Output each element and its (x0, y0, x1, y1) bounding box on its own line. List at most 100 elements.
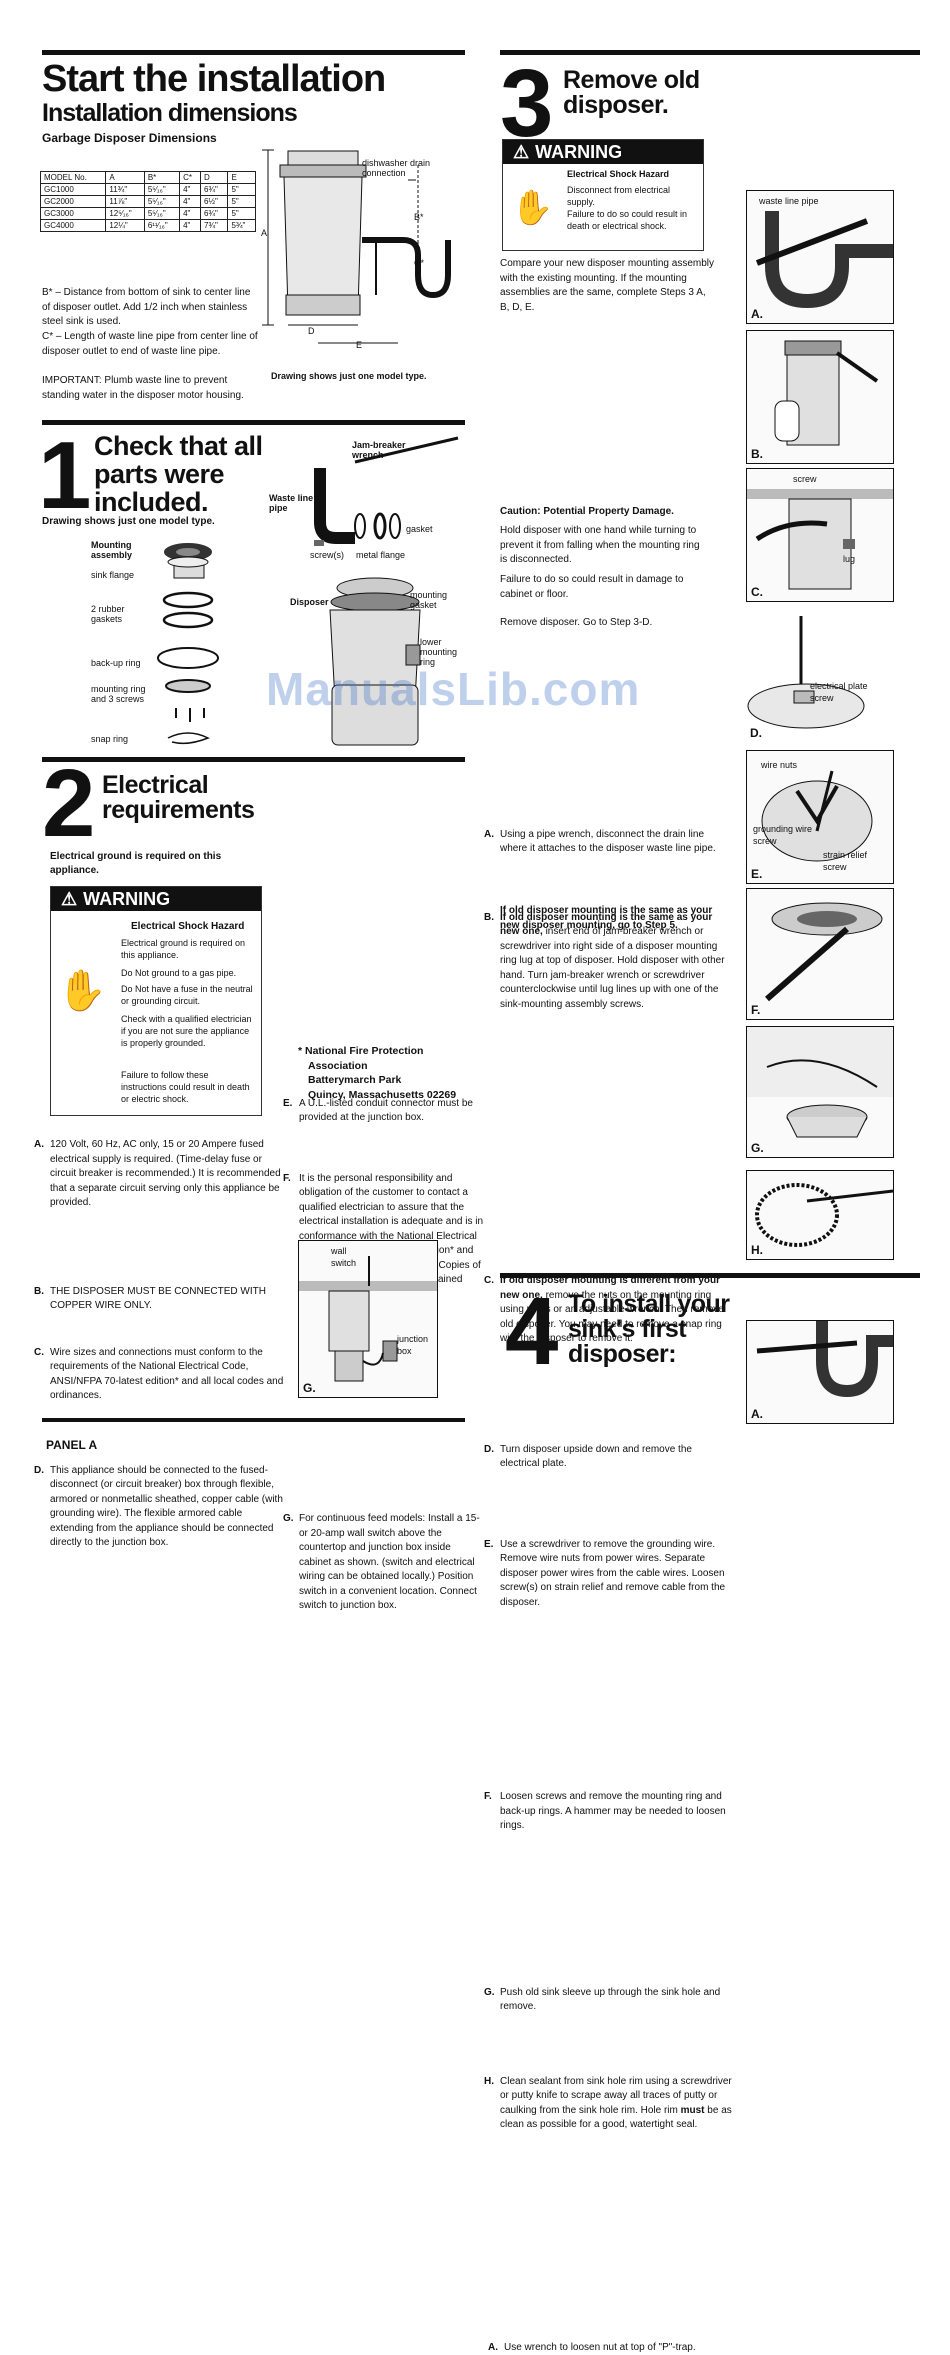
table-cell: 5⁵⁄₁₆" (144, 208, 179, 220)
warning-banner: ⚠ WARNING (503, 140, 703, 164)
top-rule-left (42, 50, 465, 55)
grounding-screw-label: grounding wire screw (753, 823, 813, 847)
table-row: GC3000 12⁵⁄₁₆" 5⁵⁄₁₆" 4" 6¾" 5" (41, 208, 256, 220)
hazard-line: Check with a qualified electrician if yo… (121, 1013, 256, 1049)
table-row: GC1000 11¾" 5⁵⁄₁₆" 4" 6¾" 5" (41, 184, 256, 196)
step3-item-d: D. Turn disposer upside down and remove … (484, 1443, 732, 1472)
table-cell: 12¼" (106, 220, 144, 232)
part-mounting-ring: mounting ring and 3 screws (91, 684, 161, 704)
gasket-label: gasket (406, 524, 433, 534)
electrical-plate-illustration (746, 606, 892, 742)
table-cell: GC2000 (41, 196, 106, 208)
table-cell: 6¾" (200, 208, 228, 220)
jam-breaker-label: Jam-breaker wrench (352, 440, 422, 460)
figure-letter: D. (750, 726, 762, 740)
waste-pipe-label: Waste line pipe (269, 493, 319, 513)
nfpa-line: * National Fire Protection (298, 1044, 456, 1059)
nfpa-line: Quincy, Massachusetts 02269 (298, 1088, 456, 1103)
table-cell: 5¾" (228, 220, 256, 232)
caution-text: Hold disposer with one hand while turnin… (500, 524, 700, 568)
caution-title: Caution: Potential Property Damage. (500, 506, 674, 517)
strain-relief-label: strain relief screw (823, 849, 883, 873)
disposer-label: Disposer (290, 597, 329, 607)
item-letter: B. (484, 911, 494, 926)
sink-sleeve-illustration (747, 1027, 893, 1157)
dim-b-label: B* (414, 212, 424, 222)
hazard-line: Failure to do so could result in death o… (567, 208, 697, 232)
p-trap-wrench-illustration (747, 1321, 893, 1423)
item-letter: F. (283, 1172, 291, 1187)
step2-item-b: B. THE DISPOSER MUST BE CONNECTED WITH C… (34, 1285, 286, 1314)
part-backup-ring: back-up ring (91, 658, 141, 668)
item-letter: F. (484, 1790, 492, 1805)
dim-a-label: A (261, 228, 267, 238)
item-emphasis: must (681, 2105, 705, 2116)
table-row: GC4000 12¼" 6¹¹⁄₁₆" 4" 7¾" 5¾" (41, 220, 256, 232)
item-letter: E. (283, 1097, 292, 1112)
same-mounting-note: If old disposer mounting is the same as … (500, 904, 715, 933)
clean-rim-illustration (747, 1171, 893, 1259)
step4-item-a: A. Use wrench to loosen nut at top of "P… (488, 2341, 736, 2355)
figure-letter: H. (751, 1243, 763, 1257)
part-snap-ring: snap ring (91, 734, 128, 744)
step2-figure-g: wall switch junction box G. (298, 1240, 438, 1398)
note-c: C* – Length of waste line pipe from cent… (42, 330, 260, 359)
dim-c-label: C* (414, 258, 424, 268)
table-cell: 5" (228, 196, 256, 208)
junction-box-label: junction box (397, 1333, 435, 1357)
figure-letter: A. (751, 307, 763, 321)
table-cell: 5⁵⁄₁₆" (144, 196, 179, 208)
warning-triangle-icon: ⚠ (61, 889, 77, 910)
figure-letter: A. (751, 1407, 763, 1421)
dim-d-label: D (308, 326, 315, 336)
step2-item-c: C. Wire sizes and connections must confo… (34, 1346, 286, 1404)
warning-triangle-icon: ⚠ (513, 142, 529, 163)
page-subtitle: Installation dimensions (42, 98, 297, 128)
step3-title: Remove old disposer. (563, 68, 733, 118)
dishwasher-label: dishwasher drain connection (362, 158, 432, 178)
figure-letter: E. (751, 867, 762, 881)
step3-number: 3 (500, 56, 553, 152)
table-header-row: MODEL No. A B* C* D E (41, 172, 256, 184)
step4-number: 4 (505, 1284, 558, 1380)
step2-title: Electrical requirements (102, 773, 282, 823)
warning-banner: ⚠ WARNING (51, 887, 261, 911)
table-cell: 11⅞" (106, 196, 144, 208)
top-rule-right (500, 50, 920, 55)
table-cell: GC3000 (41, 208, 106, 220)
step2-warning-box: ⚠ WARNING ✋ Electrical Shock Hazard Elec… (50, 886, 262, 1116)
table-header: MODEL No. (41, 172, 106, 184)
screw-label: screw (793, 473, 817, 485)
item-letter: D. (484, 1443, 494, 1458)
electrical-plate-label: electrical plate screw (810, 680, 870, 704)
item-letter: G. (283, 1512, 294, 1527)
item-letter: D. (34, 1464, 44, 1479)
dimensions-table: MODEL No. A B* C* D E GC1000 11¾" 5⁵⁄₁₆"… (40, 171, 256, 232)
item-text: 120 Volt, 60 Hz, AC only, 15 or 20 Amper… (50, 1139, 281, 1208)
item-text: Turn disposer upside down and remove the… (500, 1444, 692, 1470)
step4-figure-a: A. (746, 1320, 894, 1424)
step3-item-a: A. Using a pipe wrench, disconnect the d… (484, 828, 732, 857)
item-letter: C. (34, 1346, 44, 1361)
warning-label: WARNING (83, 889, 170, 910)
item-text: Use wrench to loosen nut at top of "P"-t… (504, 2342, 696, 2353)
ground-note: Electrical ground is required on this ap… (50, 850, 260, 878)
hazard-line: Electrical ground is required on this ap… (121, 937, 256, 961)
figure-letter: F. (751, 1003, 760, 1017)
item-letter: A. (488, 2341, 498, 2355)
step3-figure-e: wire nuts grounding wire screw strain re… (746, 750, 894, 884)
lug-label: lug (843, 553, 855, 565)
item-letter: H. (484, 2075, 494, 2090)
hazard-title: Electrical Shock Hazard (567, 168, 669, 180)
step4-rule (500, 1273, 920, 1278)
table-row: GC2000 11⅞" 5⁵⁄₁₆" 4" 6½" 5" (41, 196, 256, 208)
caution-text-2: Failure to do so could result in damage … (500, 573, 700, 602)
wall-switch-label: wall switch (331, 1245, 371, 1269)
hazard-title: Electrical Shock Hazard (131, 921, 244, 932)
step3-figure-f: F. (746, 888, 894, 1020)
table-cell: 5⁵⁄₁₆" (144, 184, 179, 196)
wire-nuts-label: wire nuts (761, 759, 797, 771)
screws-label: screw(s) (310, 550, 344, 560)
table-cell: GC1000 (41, 184, 106, 196)
page-title: Start the installation (42, 58, 385, 100)
